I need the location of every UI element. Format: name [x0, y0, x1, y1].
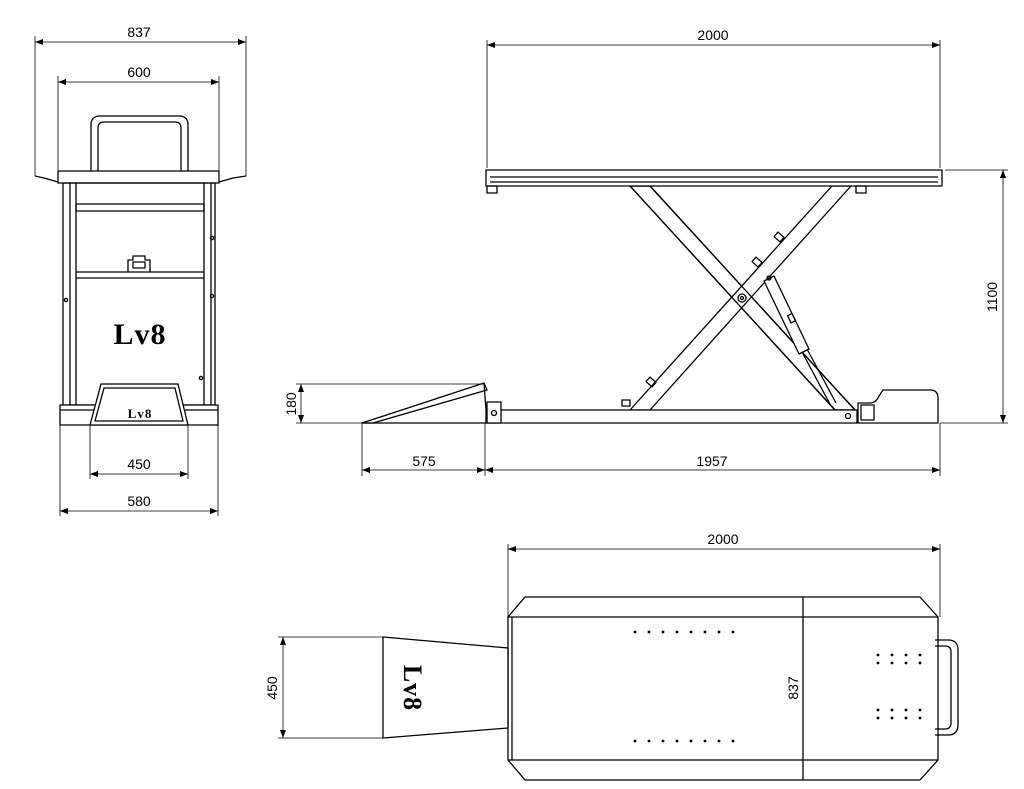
side-view: 2000 — [283, 27, 1008, 476]
bolt-hole — [904, 661, 908, 665]
ramp-logo: Lv8 — [398, 665, 427, 711]
dimension-width-label: 837 — [785, 676, 801, 700]
bolt-hole — [918, 716, 922, 720]
control-box — [857, 389, 939, 424]
bolt-hole — [731, 630, 735, 634]
brand-logo: Lv8 — [113, 318, 166, 351]
bolt-hole — [647, 630, 651, 634]
dimension-label: 1957 — [696, 453, 727, 469]
dimension-label: 180 — [283, 392, 299, 416]
dimension-ramp-height: 180 — [283, 383, 484, 424]
dimension-platform-width: 600 — [57, 64, 220, 171]
dimension-label: 575 — [412, 453, 436, 469]
dimension-label: 450 — [127, 456, 151, 472]
bolt-hole — [633, 630, 637, 634]
dimension-ramp-length: 575 — [361, 423, 486, 476]
bolt-hole — [876, 716, 880, 720]
platform-top — [57, 170, 220, 184]
bolt-hole — [918, 661, 922, 665]
bolt-hole — [890, 661, 894, 665]
ramp-logo: Lv8 — [128, 406, 153, 421]
bolt-hole — [890, 653, 894, 657]
dimension-ramp-width-top: 450 — [264, 636, 383, 739]
front-view: 837 600 — [34, 24, 247, 516]
dimension-label: 600 — [127, 64, 151, 80]
lift-base-side — [485, 401, 858, 424]
handle-top-view — [935, 639, 959, 736]
bolt-hole — [717, 630, 721, 634]
hydraulic-cylinder — [763, 275, 837, 407]
lift-body — [62, 182, 216, 406]
dimension-label: 450 — [264, 676, 280, 700]
bolt-hole — [675, 739, 679, 743]
bolt-hole — [904, 653, 908, 657]
dimension-length-top: 2000 — [507, 531, 941, 617]
bolt-hole — [731, 739, 735, 743]
bolt-hole — [918, 708, 922, 712]
bolt-hole — [689, 739, 693, 743]
bolt-hole — [890, 716, 894, 720]
dimension-label: 2000 — [707, 531, 738, 547]
bolt-hole — [675, 630, 679, 634]
dimension-base-length: 1957 — [485, 423, 941, 476]
bolt-hole — [647, 739, 651, 743]
bolt-hole — [904, 708, 908, 712]
dimension-base-width: 580 — [59, 425, 219, 516]
side-wing-right — [218, 175, 247, 183]
bolt-hole — [876, 653, 880, 657]
dimension-label: 837 — [127, 24, 151, 40]
bolt-hole — [689, 630, 693, 634]
dimension-ramp-width: 450 — [89, 425, 189, 479]
bolt-hole — [890, 708, 894, 712]
dimension-length: 2000 — [486, 27, 941, 168]
bolt-hole — [876, 708, 880, 712]
dimension-overall-width: 837 — [34, 24, 247, 176]
bolt-hole — [703, 739, 707, 743]
bolt-hole — [661, 630, 665, 634]
lift-platform — [485, 169, 943, 194]
dimension-label: 1100 — [984, 282, 1000, 312]
bolt-hole — [918, 653, 922, 657]
platform-top-view — [507, 596, 939, 781]
side-wing-left — [34, 175, 59, 183]
pivot-pin — [737, 293, 747, 303]
bolt-hole — [661, 739, 665, 743]
handlebar — [90, 115, 189, 172]
ramp-front: Lv8 — [89, 383, 189, 426]
ramp-side — [361, 382, 488, 424]
bolt-hole — [904, 716, 908, 720]
bolt-holes — [633, 630, 922, 743]
top-view: 2000 837 Lv8 450 — [264, 531, 959, 781]
dimension-label: 580 — [127, 493, 151, 509]
dimension-label: 2000 — [697, 27, 728, 43]
bolt-hole — [633, 739, 637, 743]
bolt-hole — [703, 630, 707, 634]
scissor-arms — [621, 185, 856, 411]
bolt-hole — [876, 661, 880, 665]
dimension-height: 1100 — [940, 169, 1008, 424]
bolt-hole — [717, 739, 721, 743]
ramp-top-view: Lv8 — [382, 636, 509, 739]
